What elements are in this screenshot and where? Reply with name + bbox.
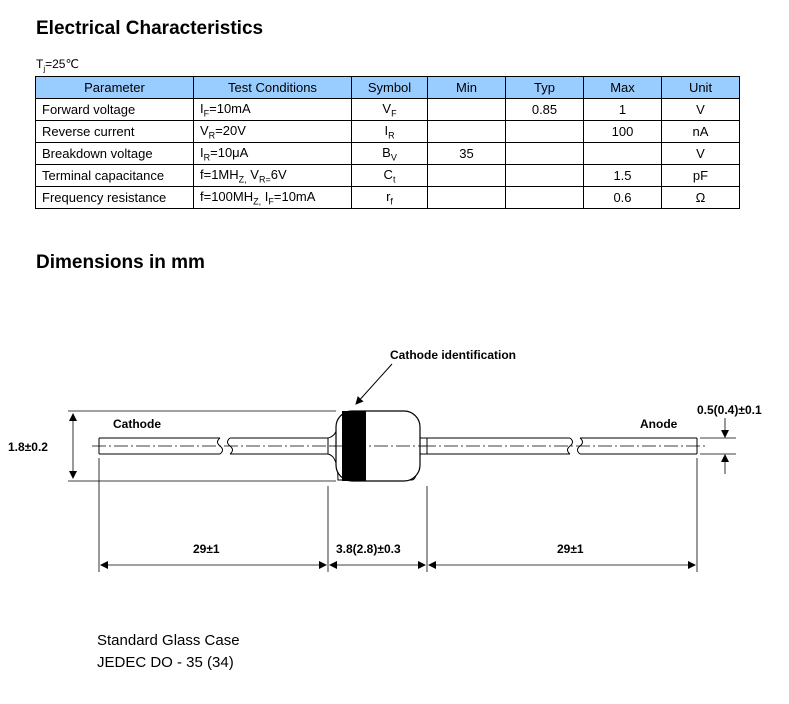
- symbol-cell: BV: [351, 142, 428, 165]
- left-lead-length-label: 29±1: [193, 542, 220, 556]
- case-description: Standard Glass Case JEDEC DO - 35 (34): [97, 630, 240, 674]
- min-cell: [427, 164, 506, 187]
- column-header: Unit: [661, 76, 740, 99]
- max-cell: 1.5: [583, 164, 662, 187]
- typ-cell: [505, 186, 584, 209]
- case-standard: JEDEC DO - 35 (34): [97, 654, 234, 671]
- column-header: Typ: [505, 76, 584, 99]
- junction-temperature-condition: Tj=25℃: [36, 57, 79, 74]
- symbol-cell: rf: [351, 186, 428, 209]
- max-cell: 100: [583, 120, 662, 143]
- case-type: Standard Glass Case: [97, 632, 240, 649]
- body-diameter-dimension: [68, 410, 336, 482]
- typ-cell: 0.85: [505, 98, 584, 121]
- parameter-cell: Frequency resistance: [35, 186, 194, 209]
- typ-cell: [505, 164, 584, 187]
- unit-cell: nA: [661, 120, 740, 143]
- electrical-characteristics-heading: Electrical Characteristics: [36, 18, 264, 39]
- min-cell: [427, 98, 506, 121]
- symbol-cell: Ct: [351, 164, 428, 187]
- max-cell: 0.6: [583, 186, 662, 209]
- electrical-characteristics-table: Parameter Test Conditions Symbol Min Typ…: [35, 76, 740, 209]
- column-header: Max: [583, 76, 662, 99]
- left-lead: [98, 437, 328, 455]
- parameter-cell: Forward voltage: [35, 98, 194, 121]
- anode-label: Anode: [640, 417, 678, 431]
- column-header: Parameter: [35, 76, 194, 99]
- right-lead: [427, 437, 698, 455]
- symbol-cell: IR: [351, 120, 428, 143]
- right-lead-length-label: 29±1: [557, 542, 584, 556]
- min-cell: 35: [427, 142, 506, 165]
- column-header: Test Conditions: [193, 76, 352, 99]
- test-condition-cell: f=1MHZ, VR=6V: [193, 164, 352, 187]
- diode-body: [327, 410, 428, 482]
- typ-cell: [505, 142, 584, 165]
- cathode-id-arrow: [355, 363, 393, 405]
- lead-diameter-dimension: [700, 418, 736, 474]
- test-condition-cell: IR=10μA: [193, 142, 352, 165]
- typ-cell: [505, 120, 584, 143]
- body-diameter-label: 1.8±0.2: [8, 440, 48, 454]
- unit-cell: V: [661, 142, 740, 165]
- symbol-cell: VF: [351, 98, 428, 121]
- parameter-cell: Breakdown voltage: [35, 142, 194, 165]
- max-cell: 1: [583, 98, 662, 121]
- body-length-label: 3.8(2.8)±0.3: [336, 542, 401, 556]
- diode-outline-drawing: Cathode identification Cathode Anode 1.8…: [8, 348, 762, 572]
- test-condition-cell: IF=10mA: [193, 98, 352, 121]
- column-header: Min: [427, 76, 506, 99]
- unit-cell: pF: [661, 164, 740, 187]
- cathode-id-label: Cathode identification: [390, 348, 516, 362]
- column-header: Symbol: [351, 76, 428, 99]
- cathode-label: Cathode: [113, 417, 161, 431]
- unit-cell: Ω: [661, 186, 740, 209]
- min-cell: [427, 120, 506, 143]
- unit-cell: V: [661, 98, 740, 121]
- max-cell: [583, 142, 662, 165]
- parameter-cell: Reverse current: [35, 120, 194, 143]
- test-condition-cell: VR=20V: [193, 120, 352, 143]
- length-dimensions: [98, 458, 698, 572]
- test-condition-cell: f=100MHZ, IF=10mA: [193, 186, 352, 209]
- min-cell: [427, 186, 506, 209]
- table-header-row: Parameter Test Conditions Symbol Min Typ…: [35, 76, 740, 99]
- lead-diameter-label: 0.5(0.4)±0.1: [697, 403, 762, 417]
- parameter-cell: Terminal capacitance: [35, 164, 194, 187]
- dimensions-heading: Dimensions in mm: [36, 252, 205, 273]
